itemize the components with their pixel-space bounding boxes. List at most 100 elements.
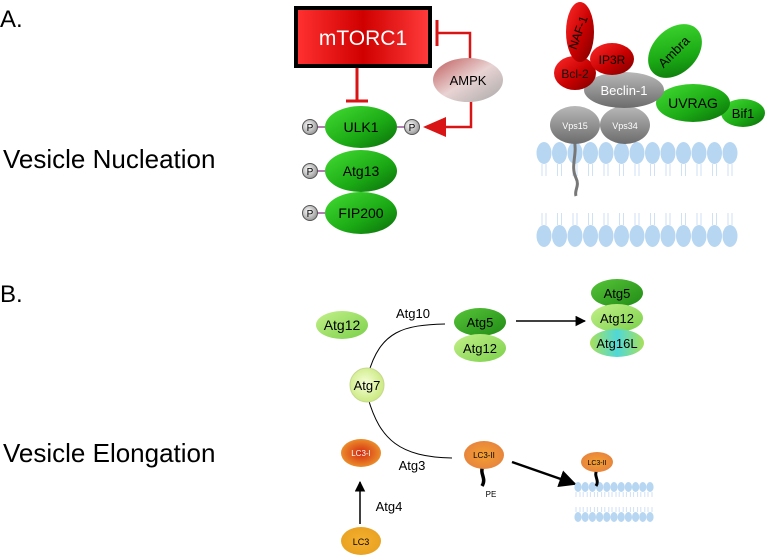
uvrag-node: UVRAG <box>656 84 730 122</box>
atg12-transfer-curve <box>367 323 446 376</box>
final-atg5-node: Atg5 <box>591 279 643 307</box>
lipid-head <box>614 142 629 164</box>
svg-text:FIP200: FIP200 <box>338 205 383 221</box>
atg10-label: Atg10 <box>396 306 430 321</box>
lipid-head <box>596 512 604 522</box>
lipid-head <box>660 142 676 164</box>
svg-text:Atg5: Atg5 <box>467 315 494 330</box>
pe-label: PE <box>486 490 497 499</box>
lipid-head <box>603 512 611 522</box>
svg-text:LC3: LC3 <box>353 537 370 547</box>
mtorc1-box: mTORC1 <box>294 6 432 68</box>
atg13-node: Atg13 <box>325 150 397 192</box>
svg-text:Atg12: Atg12 <box>600 311 634 326</box>
lipid-head <box>574 512 582 522</box>
ampk-inhibits-mtorc1 <box>435 20 472 60</box>
lipid-head <box>632 512 640 522</box>
lipid-head <box>610 512 618 522</box>
phospho-ulk1-left: P <box>302 119 325 135</box>
lipid-head <box>598 225 614 247</box>
svg-text:Atg7: Atg7 <box>354 378 381 393</box>
lipid-head <box>691 225 707 247</box>
vesicle-elongation-label: Vesicle Elongation <box>3 438 215 468</box>
lipid-head <box>676 142 691 164</box>
svg-text:LC3-II: LC3-II <box>473 451 495 460</box>
ip3r-node: IP3R <box>590 43 634 75</box>
lipid-head <box>552 225 567 247</box>
bif1-node: Bif1 <box>721 99 765 127</box>
svg-text:Vps15: Vps15 <box>562 121 588 131</box>
atg7-node: Atg7 <box>349 367 385 403</box>
svg-text:Atg13: Atg13 <box>343 163 380 179</box>
beclin1-node: Beclin-1 <box>584 72 664 108</box>
phospho-fip200: P <box>302 205 325 221</box>
lipid-head <box>617 482 625 492</box>
svg-text:IP3R: IP3R <box>599 53 626 67</box>
lipid-head <box>574 482 582 492</box>
svg-text:P: P <box>307 209 314 220</box>
svg-text:Atg16L: Atg16L <box>596 336 637 351</box>
lipid-head <box>645 142 660 164</box>
lipid-head <box>567 225 583 247</box>
svg-text:Beclin-1: Beclin-1 <box>601 83 648 98</box>
lc3ii-membrane-node: LC3-II <box>581 452 613 487</box>
mtorc1-inhibits-ulk1 <box>346 68 368 103</box>
lipid-head <box>646 482 654 492</box>
membrane-nucleation <box>536 142 738 247</box>
lipid-head <box>691 142 707 164</box>
lipid-head <box>722 142 738 164</box>
lc3ii-node: LC3-II PE <box>464 441 504 499</box>
svg-text:P: P <box>307 123 314 134</box>
lipid-head <box>583 225 598 247</box>
svg-text:Bif1: Bif1 <box>732 106 754 121</box>
final-atg12-node: Atg12 <box>591 304 643 332</box>
ampk-activates-ulk1 <box>423 100 473 137</box>
svg-text:P: P <box>409 123 416 134</box>
lipid-head <box>588 512 597 522</box>
ulk1-node: ULK1 <box>325 106 397 148</box>
lipid-head <box>645 225 660 247</box>
lipid-head <box>610 482 618 492</box>
lipid-head <box>614 225 629 247</box>
panel-a-letter: A. <box>0 6 23 33</box>
panel-b-letter: B. <box>0 281 23 308</box>
lipid-head <box>588 482 597 492</box>
naf1-node: NAF-1 <box>566 2 594 62</box>
svg-text:ULK1: ULK1 <box>343 119 378 135</box>
lipid-head <box>581 512 589 522</box>
svg-text:Bcl-2: Bcl-2 <box>561 67 589 81</box>
pe-tail <box>480 465 486 487</box>
atg3-label: Atg3 <box>399 458 426 473</box>
lipid-head <box>632 482 640 492</box>
lipid-head <box>624 512 633 522</box>
atg5-node: Atg5 <box>454 308 506 336</box>
lipid-head <box>536 142 552 164</box>
atg4-label: Atg4 <box>376 499 403 514</box>
mtorc1-label: mTORC1 <box>319 27 407 50</box>
fip200-node: FIP200 <box>325 192 397 234</box>
svg-text:LC3-II: LC3-II <box>587 460 606 467</box>
vps34-node: Vps34 <box>600 106 650 144</box>
lipid-head <box>629 225 645 247</box>
lipid-head <box>552 142 567 164</box>
final-atg16l-node: Atg16L <box>590 329 644 357</box>
svg-text:Atg12: Atg12 <box>463 341 497 356</box>
phospho-atg13: P <box>302 163 325 179</box>
svg-text:Atg12: Atg12 <box>324 317 361 333</box>
lipid-head <box>617 512 625 522</box>
ambra-node: Ambra <box>648 24 702 78</box>
lc3ii-to-membrane-arrow <box>511 460 577 488</box>
lipid-head <box>624 482 633 492</box>
svg-text:LC3-I: LC3-I <box>351 449 371 458</box>
lipid-head <box>676 225 691 247</box>
atg12-free-node: Atg12 <box>316 311 368 339</box>
lipid-head <box>646 512 654 522</box>
lipid-head <box>583 142 598 164</box>
lipid-head <box>660 225 676 247</box>
bcl2-node: Bcl-2 <box>554 56 596 90</box>
vesicle-nucleation-label: Vesicle Nucleation <box>3 144 215 174</box>
lipid-head <box>598 142 614 164</box>
lc3-node: LC3 <box>341 527 381 555</box>
lipid-head <box>603 482 611 492</box>
